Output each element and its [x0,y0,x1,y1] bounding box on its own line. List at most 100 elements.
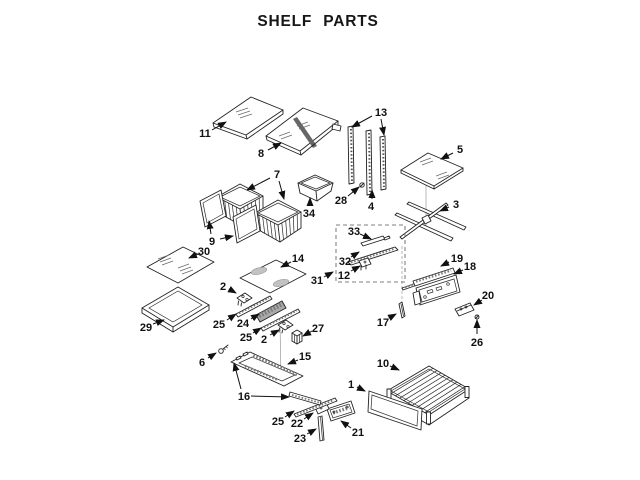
callout-arrow-8 [267,142,282,151]
callout-arrow-22 [303,412,314,421]
part-23-strip [317,415,325,442]
part-label-2: 2 [261,334,267,346]
callout-arrow-3 [439,204,450,212]
part-25-rail-middle [260,308,301,332]
part-15-frame [230,351,304,387]
part-label-25: 25 [240,332,252,344]
callout-arrow-2 [227,285,237,294]
part-20-bracket [454,302,475,317]
part-label-34: 34 [303,208,316,220]
callout-arrow-19 [440,259,450,267]
part-label-11: 11 [199,128,211,140]
part-label-29: 29 [140,322,152,334]
callout-arrow-30 [188,251,199,259]
part-label-1: 1 [348,379,354,391]
callout-arrow-29 [152,319,165,327]
part-label-28: 28 [335,195,347,207]
part-25-rail-upper [235,295,273,318]
part-label-23: 23 [294,433,306,445]
part-label-20: 20 [482,290,494,302]
part-label-18: 18 [464,261,476,273]
callout-arrow-15 [287,357,299,365]
callout-arrow-32 [350,251,360,260]
part-17-strip [398,301,406,319]
part-label-33: 33 [348,226,360,238]
part-label-8: 8 [258,148,264,160]
callout-arrow-25 [284,410,295,419]
part-label-2: 2 [220,281,226,293]
callout-arrow-7 [246,177,271,191]
part-label-7: 7 [274,169,280,181]
callout-arrow-9 [206,220,214,235]
part-label-6: 6 [199,357,205,369]
part-label-4: 4 [368,201,375,213]
callout-arrow-25 [252,327,262,336]
callout-arrow-23 [306,428,317,436]
part-label-30: 30 [198,246,210,258]
part-label-12: 12 [338,270,350,282]
callout-arrow-2 [269,329,280,337]
callout-arrow-27 [302,329,313,337]
part-label-25: 25 [272,416,284,428]
page-title: SHELF PARTS [257,13,378,30]
part-2-bracket-lower [277,319,294,334]
part-28-screw [359,182,365,188]
callout-arrow-5 [440,152,454,160]
part-8-glass-shelf [265,107,342,156]
callout-arrow-21 [340,420,352,429]
part-label-31: 31 [311,275,323,287]
callout-arrow-18 [453,267,464,275]
part-5-glass-shelf [400,152,464,190]
part-13-rail-right [379,135,387,191]
callout-arrow-31 [323,271,334,279]
part-13-rail-middle [365,129,373,196]
part-label-21: 21 [352,427,364,439]
part-label-32: 32 [339,256,351,268]
callout-arrow-9 [219,234,234,242]
part-label-9: 9 [209,236,215,248]
part-9-panel-left [199,189,227,228]
part-label-3: 3 [453,199,459,211]
part-25-rail-bottom [293,397,338,418]
callout-arrow-13 [379,118,386,136]
part-label-10: 10 [377,358,389,370]
part-label-14: 14 [292,253,305,265]
callout-arrow-24 [250,313,260,322]
part-29-frame [141,286,210,333]
callout-arrow-25 [226,313,237,322]
part-label-5: 5 [457,144,463,156]
part-16-rail [288,391,322,406]
part-label-13: 13 [375,107,387,119]
part-label-22: 22 [291,418,303,430]
part-2-bracket-upper [236,292,253,307]
part-label-27: 27 [312,323,324,335]
part-11-glass-shelf [212,96,284,140]
callout-arrow-12 [350,265,361,273]
callout-arrow-14 [280,260,292,268]
part-18-bracket [412,267,461,306]
callout-arrow-10 [389,363,400,371]
callout-arrow-6 [207,352,217,361]
callout-arrow-33 [359,232,372,240]
part-label-16: 16 [238,391,250,403]
part-label-15: 15 [299,351,311,363]
part-26-screw [474,314,480,320]
callout-arrow-7 [278,180,286,200]
part-32-rail [347,246,399,266]
part-label-17: 17 [377,317,389,329]
part-7-basket-right [254,199,302,243]
callout-arrow-28 [347,186,360,197]
part-33-strip [360,235,391,247]
part-1-panel [367,390,423,431]
part-12-clip [358,257,372,271]
part-label-25: 25 [213,319,225,331]
part-13-rail-left [347,125,355,185]
part-9-panel-right [232,204,261,244]
callout-arrow-17 [387,313,397,322]
callout-arrow-16 [250,393,290,401]
part-21-bracket [326,400,356,422]
part-label-19: 19 [451,253,463,265]
callout-arrow-11 [211,121,227,131]
part-14-glass-shelf [239,259,307,294]
